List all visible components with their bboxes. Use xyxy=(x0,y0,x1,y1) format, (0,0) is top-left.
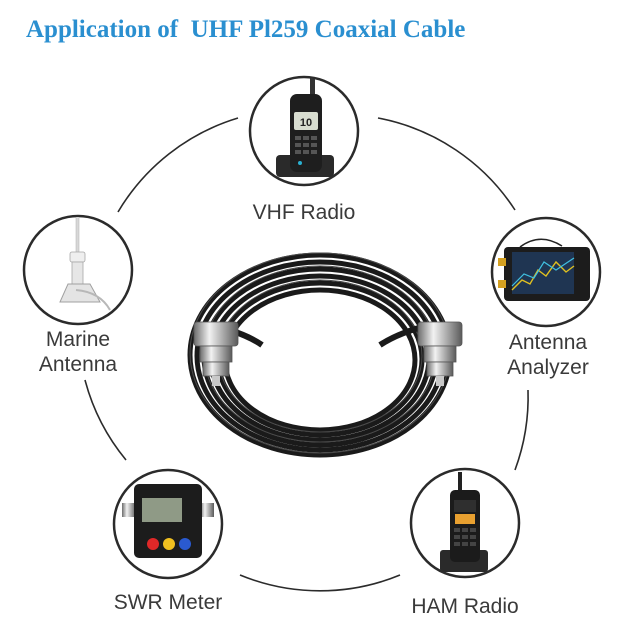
marine-antenna-icon xyxy=(22,214,134,326)
pl259-connector-right xyxy=(417,321,463,386)
connector-ring xyxy=(84,117,529,592)
label-marine-antenna-line2: Antenna xyxy=(38,353,118,376)
label-marine-antenna: Marine Antenna xyxy=(20,327,136,377)
arc-analyzer-to-ham xyxy=(514,389,529,471)
antenna-analyzer-icon xyxy=(490,216,602,328)
label-vhf-radio: VHF Radio xyxy=(252,201,356,224)
arc-swr-to-marine xyxy=(84,379,127,461)
label-antenna-analyzer: Antenna Analyzer xyxy=(488,330,608,380)
label-antenna-analyzer-line1: Antenna xyxy=(508,331,588,354)
label-ham-radio: HAM Radio xyxy=(411,595,519,618)
arc-vhf-to-analyzer xyxy=(377,117,516,211)
label-swr-meter: SWR Meter xyxy=(113,591,223,614)
label-antenna-analyzer-line2: Analyzer xyxy=(507,356,589,379)
pl259-connector-left xyxy=(193,321,239,386)
radio-display-text: 10 xyxy=(300,117,312,129)
swr-meter-icon xyxy=(112,468,224,580)
page-title: Application of UHF Pl259 Coaxial Cable xyxy=(26,16,466,43)
label-marine-antenna-line1: Marine xyxy=(45,328,111,351)
vhf-handheld-radio-icon: 10 xyxy=(248,75,360,187)
arc-ham-to-swr xyxy=(239,574,401,592)
arc-marine-to-vhf xyxy=(117,117,239,213)
ham-handheld-radio-icon xyxy=(409,467,521,579)
